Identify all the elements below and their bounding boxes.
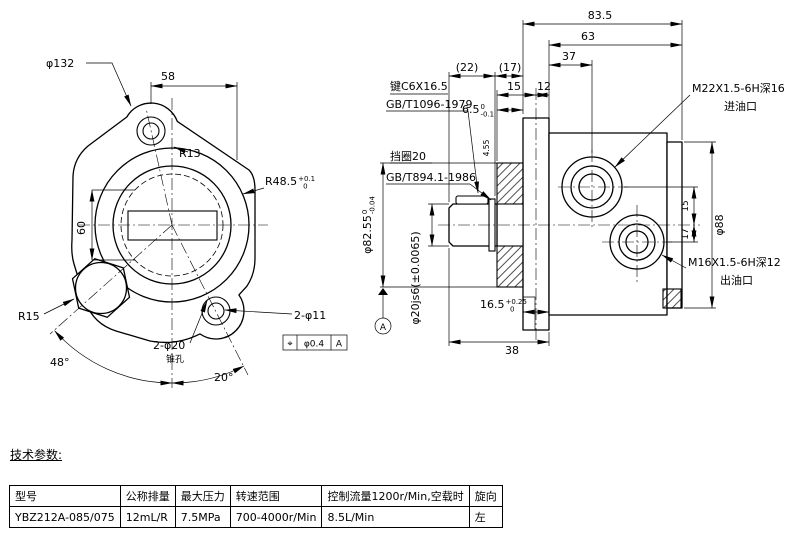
side-centerlines — [438, 88, 700, 342]
gdt-tolerance: φ0.4 — [304, 340, 325, 350]
dim-60: 60 — [75, 221, 88, 235]
dim-17: (17) — [499, 61, 522, 74]
datum-a-label: A — [380, 323, 387, 333]
params-value-control-flow: 8.5L/Min — [321, 506, 470, 528]
dim-dia82-55: φ82.550-0.04 — [361, 196, 377, 254]
params-header-rotation: 旋向 — [468, 485, 503, 507]
shaft-key — [455, 195, 489, 205]
params-title: 技术参数: — [10, 448, 63, 462]
gdt-position-icon: ⌖ — [287, 340, 292, 350]
params-data-row: YBZ212A-085/075 12mL/R 7.5MPa 700-4000r/… — [9, 506, 503, 528]
hex-nut — [71, 258, 131, 318]
gdt-frame: ⌖ φ0.4 A — [282, 334, 348, 351]
callout-inlet-name: 进油口 — [724, 99, 757, 113]
dim-r13: R13 — [179, 147, 201, 160]
dim-r15: R15 — [18, 310, 40, 323]
params-value-speed-range: 700-4000r/Min — [229, 506, 323, 528]
callout-key-spec: 键C6X16.5 — [390, 79, 448, 93]
side-dimensions: 83.5 63 37 (22) (17) 15 12 6.50-0.1 键C6X… — [361, 9, 785, 357]
callout-ring-spec: 挡圈20 — [390, 149, 426, 163]
callout-outlet-thread: M16X1.5-6H深12 — [688, 256, 781, 269]
params-header-row: 型号 公称排量 最大压力 转速范围 控制流量1200r/Min,空载时 旋向 — [9, 485, 503, 507]
hex-nut-circle — [74, 261, 128, 315]
params-value-displacement: 12mL/R — [119, 506, 176, 528]
dim-dia132: φ132 — [46, 57, 74, 70]
dim-63: 63 — [581, 30, 595, 43]
params-value-rotation: 左 — [468, 506, 503, 528]
dim-shaft-dia: φ20js6(±0.0065) — [409, 231, 422, 324]
dim-58: 58 — [161, 70, 175, 83]
dim-6-5: 6.50-0.1 — [462, 103, 494, 119]
bolt-hole-bottom-inner — [207, 302, 225, 320]
dim-2-dia11: 2-φ11 — [294, 309, 326, 322]
dim-4-55: 4.55 — [482, 139, 491, 156]
params-header-speed-range: 转速范围 — [229, 485, 323, 507]
side-view: 83.5 63 37 (22) (17) 15 12 6.50-0.1 键C6X… — [361, 9, 785, 357]
dim-dia88: φ88 — [713, 214, 726, 235]
params-table: 型号 公称排量 最大压力 转速范围 控制流量1200r/Min,空载时 旋向 Y… — [9, 485, 503, 528]
dim-2-dia20: 2-φ20 — [153, 339, 185, 352]
dim-12: 12 — [537, 80, 551, 93]
dim-22: (22) — [456, 61, 479, 74]
dim-37: 37 — [562, 50, 576, 63]
params-header-max-pressure: 最大压力 — [174, 485, 231, 507]
dim-48deg: 48° — [50, 356, 70, 369]
params-value-max-pressure: 7.5MPa — [174, 506, 231, 528]
params-header-displacement: 公称排量 — [119, 485, 176, 507]
callout-inlet-thread: M22X1.5-6H深16 — [692, 82, 785, 95]
dim-83-5: 83.5 — [588, 9, 613, 22]
params-header-control-flow: 控制流量1200r/Min,空载时 — [321, 485, 470, 507]
dim-38: 38 — [505, 344, 519, 357]
drain-plug — [662, 288, 682, 309]
callout-outlet-name: 出油口 — [720, 273, 753, 287]
params-value-model: YBZ212A-085/075 — [9, 506, 121, 528]
dim-2-dia20-note: 锥孔 — [166, 353, 184, 365]
datum-a-flag: A — [374, 288, 392, 335]
callout-key-std: GB/T1096-1979 — [386, 98, 472, 111]
flange-step — [523, 296, 536, 330]
gdt-datum-ref: A — [336, 340, 343, 350]
dim-15: 15 — [507, 80, 521, 93]
params-header-model: 型号 — [9, 485, 121, 507]
dim-port-17: 17 — [681, 228, 691, 239]
callout-ring-std: GB/T894.1-1986 — [386, 171, 476, 184]
dim-20deg: 20° — [214, 371, 234, 384]
dim-port-15: 15 — [681, 200, 691, 211]
